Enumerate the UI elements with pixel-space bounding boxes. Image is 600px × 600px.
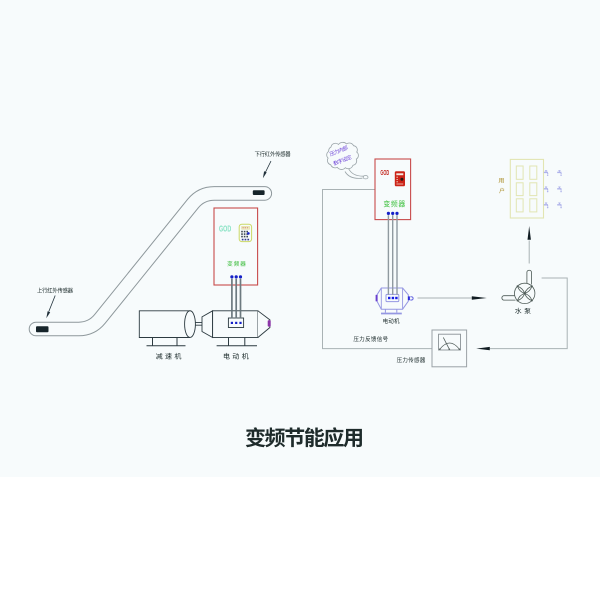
svg-text:GOD: GOD bbox=[380, 168, 389, 177]
svg-text:GOD: GOD bbox=[219, 224, 231, 234]
